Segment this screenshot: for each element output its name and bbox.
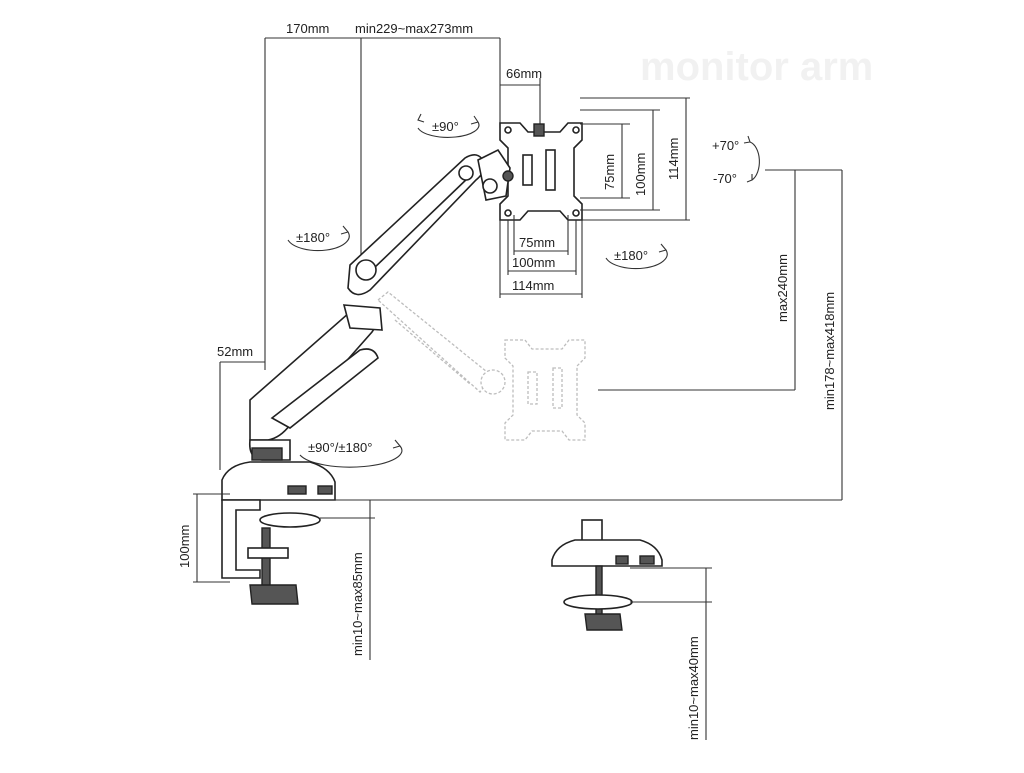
head-knob — [502, 170, 514, 182]
vesa-h-100-label: 100mm — [512, 255, 555, 270]
vesa-plate — [499, 122, 583, 221]
watermark-text: monitor arm — [640, 45, 873, 89]
vesa-hole-br — [572, 209, 580, 217]
column-band — [251, 447, 283, 461]
left-dimensions: 52mm 100mm min10~max85mm — [177, 344, 375, 660]
vesa-knob — [533, 123, 545, 137]
clamp-body — [221, 499, 261, 579]
monitor-arm — [221, 148, 514, 501]
watermark: monitor arm — [640, 45, 873, 89]
rotation-panel: ±180° — [605, 243, 668, 270]
dim-label-229-273: min229~max273mm — [355, 21, 473, 36]
rotation-upper-arm-label: ±180° — [296, 230, 330, 245]
vesa-hole-bl — [504, 209, 512, 217]
clamp-knob — [249, 584, 299, 605]
dim-label-grommet-range: min10~max40mm — [686, 636, 701, 740]
vesa-hole-tl — [504, 126, 512, 134]
vesa-hole-tr — [572, 126, 580, 134]
elbow-block — [342, 304, 383, 331]
dim-label-clamp-range: min10~max85mm — [350, 552, 365, 656]
vesa-plate-shape — [499, 122, 583, 221]
right-dimensions: max240mm min178~max418mm min10~max40mm — [598, 169, 843, 740]
rotation-head: ±90° — [417, 113, 480, 138]
vesa-h-75-label: 75mm — [519, 235, 555, 250]
vesa-slot-right — [545, 149, 556, 191]
rotation-tilt: +70° -70° — [712, 135, 760, 186]
dim-label-170: 170mm — [286, 21, 329, 36]
clamp-latch-2 — [317, 485, 333, 495]
vesa-slot-left — [522, 154, 533, 186]
dim-label-clamp-100: 100mm — [177, 525, 192, 568]
clamp-latch-1 — [287, 485, 307, 495]
dim-label-66: 66mm — [506, 66, 542, 81]
clamp-plate — [259, 512, 321, 528]
elbow-joint — [355, 259, 377, 281]
ghost-arm — [376, 291, 586, 441]
vesa-vertical-dimensions: 75mm 100mm 114mm — [580, 97, 690, 221]
grommet-base — [551, 539, 663, 567]
top-dimensions: 170mm min229~max273mm 66mm — [264, 21, 542, 370]
rotation-base-label: ±90°/±180° — [308, 440, 372, 455]
dim-label-max240: max240mm — [775, 254, 790, 322]
grommet-bolt — [595, 565, 603, 619]
rotation-upper-arm: ±180° — [287, 225, 350, 252]
lower-arm-recess — [270, 348, 379, 429]
head-pivot — [482, 178, 498, 194]
grommet-plate — [563, 594, 633, 610]
dim-label-52: 52mm — [217, 344, 253, 359]
rotation-head-label: ±90° — [432, 119, 459, 134]
upper-arm-spring — [371, 175, 471, 271]
vesa-v-114-label: 114mm — [666, 138, 681, 180]
upper-arm-cap — [458, 165, 474, 181]
dim-label-178-418: min178~max418mm — [822, 292, 837, 410]
desk-clamp — [221, 499, 321, 605]
vesa-h-114-label: 114mm — [512, 278, 554, 293]
grommet-knob — [584, 613, 623, 631]
tilt-down-label: -70° — [713, 171, 737, 186]
vesa-v-100-label: 100mm — [633, 153, 648, 196]
tilt-up-label: +70° — [712, 138, 739, 153]
vesa-horizontal-dimensions: 75mm 100mm 114mm — [499, 215, 583, 298]
grommet-mount — [551, 519, 663, 631]
vesa-v-75-label: 75mm — [602, 154, 617, 190]
clamp-top — [221, 461, 336, 501]
rotation-panel-label: ±180° — [614, 248, 648, 263]
grommet-column — [581, 519, 603, 543]
clamp-bracket — [247, 547, 289, 559]
